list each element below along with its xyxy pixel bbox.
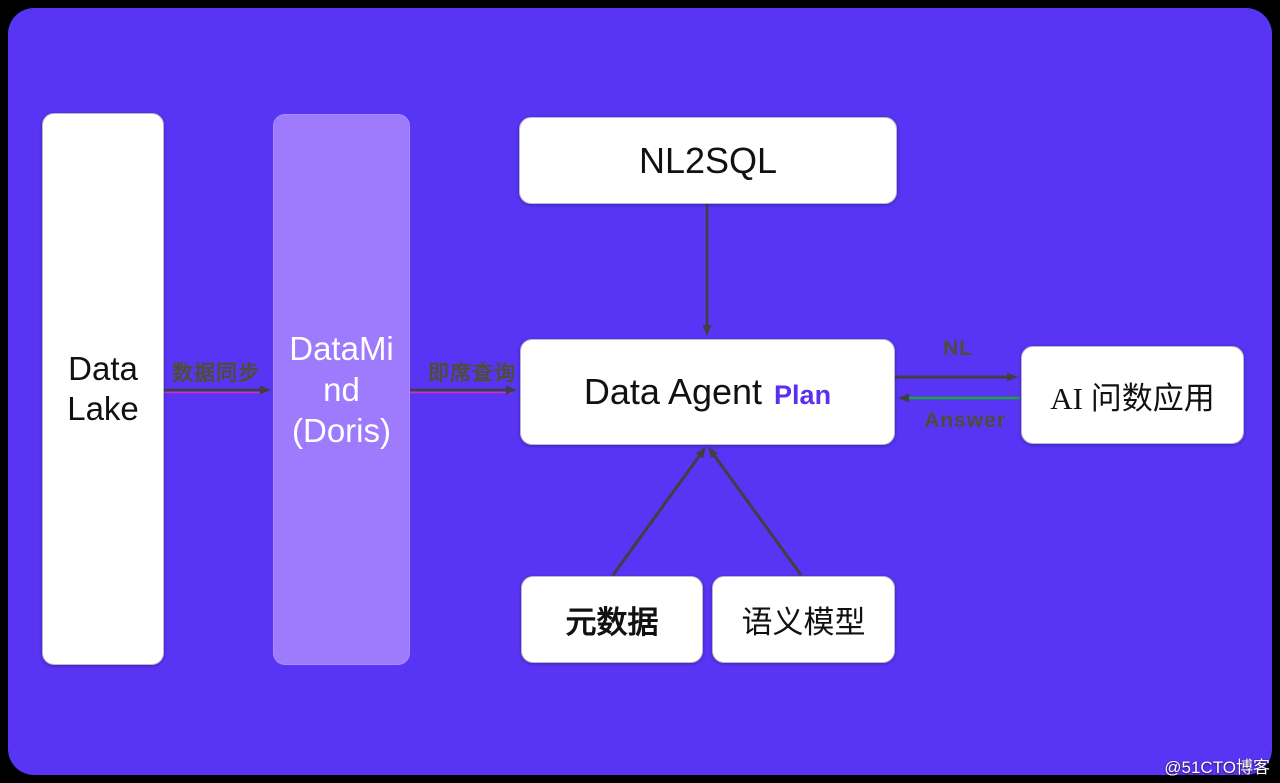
edge-label-data-sync: 数据同步 [172, 362, 260, 385]
watermark-51cto: @51CTO博客 [1164, 758, 1270, 777]
node-ai-question-app-label: AI 问数应用 [1050, 380, 1215, 416]
node-metadata-label: 元数据 [565, 605, 659, 640]
edge-label-answer: Answer [924, 409, 1006, 432]
node-semantic-model-label: 语义模型 [741, 605, 866, 640]
node-datamind-label-line1: DataMi [289, 330, 394, 367]
node-datamind-doris: DataMi nd (Doris) [273, 114, 410, 665]
edge-semantic-to-agent-line [708, 446, 803, 576]
node-data-agent-label: Data Agent [583, 371, 763, 412]
node-data-lake: Data Lake [42, 113, 164, 665]
node-datamind-label-line3: (Doris) [292, 412, 391, 449]
plan-badge: Plan [774, 380, 832, 410]
edge-label-nl: NL [943, 337, 973, 360]
node-data-lake-label-line1: Data [68, 350, 138, 387]
node-nl2sql: NL2SQL [519, 117, 897, 204]
node-metadata: 元数据 [521, 576, 703, 663]
node-semantic-model: 语义模型 [712, 576, 895, 663]
node-ai-question-app: AI 问数应用 [1021, 346, 1244, 444]
edge-metadata-to-agent-line [611, 446, 706, 576]
edge-label-adhoc-query: 即席查询 [428, 362, 516, 385]
node-data-agent: Data Agent Plan [520, 339, 895, 445]
node-nl2sql-label: NL2SQL [638, 139, 778, 181]
data-agent-row: Data Agent Plan [584, 371, 831, 413]
node-data-lake-label-line2: Lake [67, 390, 139, 427]
node-datamind-label-line2: nd [323, 371, 360, 408]
